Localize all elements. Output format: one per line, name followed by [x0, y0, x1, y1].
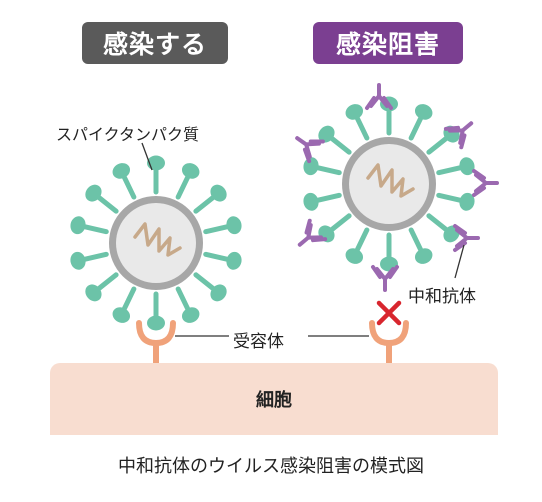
neutralizing-antibodies — [295, 83, 499, 292]
spike-head — [147, 155, 165, 171]
virus-infecting — [70, 155, 242, 331]
antibody — [472, 169, 499, 197]
spike-head — [85, 284, 102, 302]
spike-head — [459, 192, 475, 211]
cell-label: 細胞 — [256, 390, 292, 411]
spike-head — [459, 157, 475, 176]
x-mark-icon — [376, 300, 402, 326]
spike-head — [85, 184, 102, 202]
spike-head — [70, 216, 86, 235]
receptor — [136, 320, 176, 365]
spike-head — [303, 192, 319, 211]
caption: 中和抗体のウイルス感染阻害の模式図 — [118, 456, 424, 477]
spike-leader — [141, 142, 153, 171]
antibody — [295, 136, 325, 164]
spike-head — [318, 125, 335, 143]
virus-blocked — [303, 96, 475, 272]
antibody-leader — [454, 244, 465, 279]
antibody — [297, 218, 328, 247]
rna-strand — [366, 163, 415, 198]
receptors — [136, 320, 409, 365]
spike-head — [210, 184, 227, 202]
antibody — [365, 83, 393, 110]
badge-block: 感染阻害 — [313, 22, 463, 64]
spike-head — [147, 315, 165, 331]
receptor-label: 受容体 — [233, 332, 284, 352]
neutralizing-antibody-label: 中和抗体 — [408, 287, 476, 307]
spike-head — [226, 251, 242, 270]
spike-head — [181, 163, 200, 179]
rna-strand — [133, 222, 182, 257]
antibody — [453, 224, 480, 252]
spike-head — [303, 157, 319, 176]
spike-head — [226, 216, 242, 235]
spike-head — [345, 248, 364, 264]
antibody — [371, 265, 399, 292]
spike-head — [70, 251, 86, 270]
badge-infect: 感染する — [82, 22, 228, 64]
spike-head — [181, 307, 200, 323]
receptor — [369, 320, 409, 365]
spike-head — [345, 104, 364, 120]
virus-core — [349, 144, 429, 224]
spike-head — [112, 163, 131, 179]
antibody — [443, 121, 474, 150]
virus-core — [116, 203, 196, 283]
spike-protein-label: スパイクタンパク質 — [56, 125, 200, 144]
spike-head — [414, 248, 433, 264]
cell: 細胞 — [50, 363, 498, 435]
spike-head — [112, 307, 131, 323]
spike-head — [414, 104, 433, 120]
spike-head — [210, 284, 227, 302]
leader-lines — [141, 142, 465, 337]
